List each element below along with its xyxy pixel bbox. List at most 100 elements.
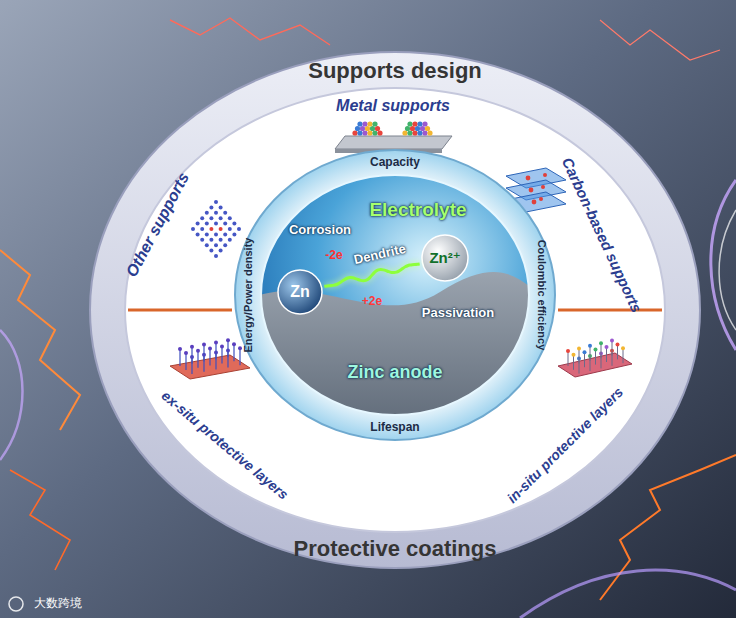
coating-pin bbox=[606, 348, 607, 362]
coating-atom bbox=[605, 345, 609, 349]
lattice-atom bbox=[228, 238, 232, 242]
lattice-atom bbox=[219, 227, 223, 231]
metal-atom bbox=[352, 130, 357, 135]
coating-pin bbox=[568, 352, 569, 366]
lattice-atom bbox=[219, 238, 223, 242]
metal-atom bbox=[367, 121, 372, 126]
coating-atom bbox=[178, 347, 182, 351]
zinc-ion bbox=[422, 235, 468, 281]
coating-atom bbox=[572, 353, 576, 357]
coating-atom bbox=[621, 346, 625, 350]
section-divider bbox=[558, 309, 662, 312]
lattice-atom bbox=[223, 243, 227, 247]
watermark: 大数跨境 bbox=[34, 597, 82, 611]
metric-label: Lifespan bbox=[370, 421, 419, 435]
metal-atom bbox=[415, 126, 420, 131]
lattice-atom bbox=[200, 227, 204, 231]
metal-atom bbox=[422, 121, 427, 126]
coating-pillar bbox=[227, 341, 228, 357]
lattice-atom bbox=[223, 232, 227, 236]
energy-swirl bbox=[711, 180, 736, 350]
coating-atom bbox=[196, 349, 200, 353]
metal-atom bbox=[372, 121, 377, 126]
coating-pin bbox=[612, 342, 613, 356]
coating-pillar bbox=[239, 349, 240, 365]
coating-pin bbox=[617, 345, 618, 359]
coating-atom bbox=[610, 339, 614, 343]
lattice-atom bbox=[209, 205, 213, 209]
shape-group bbox=[235, 150, 555, 440]
watermark-logo bbox=[9, 597, 23, 611]
metal-atom bbox=[372, 130, 377, 135]
coating-atom bbox=[226, 338, 230, 342]
lightning bbox=[170, 18, 330, 45]
zinc-atom-node: Zn bbox=[277, 269, 323, 315]
coating-pin bbox=[601, 344, 602, 358]
lightning bbox=[0, 250, 80, 430]
coating-label: ex-situ protective layers bbox=[158, 387, 291, 502]
energy-swirl bbox=[0, 330, 23, 460]
coating-pillar bbox=[215, 343, 216, 359]
electron-label: +2e bbox=[362, 295, 382, 309]
disc-rim bbox=[261, 175, 529, 415]
coating-pin bbox=[595, 351, 596, 365]
lattice-atom bbox=[228, 216, 232, 220]
lattice-atom bbox=[205, 222, 209, 226]
coating-pillar bbox=[191, 348, 192, 364]
coating-pillar bbox=[209, 350, 210, 366]
coating-pillar bbox=[185, 354, 186, 370]
carbon-dot bbox=[543, 173, 547, 177]
coating-pillar bbox=[197, 352, 198, 368]
outer-ring bbox=[90, 52, 700, 568]
metal-atom bbox=[367, 130, 372, 135]
section-heading: Supports design bbox=[308, 58, 482, 83]
metal-atom bbox=[370, 126, 375, 131]
coating-atom bbox=[214, 340, 218, 344]
lattice-atom bbox=[196, 222, 200, 226]
metric-ring bbox=[235, 150, 555, 440]
lattice-atom bbox=[200, 216, 204, 220]
metal-atom bbox=[377, 130, 382, 135]
lightning bbox=[600, 20, 720, 60]
metal-atom bbox=[365, 126, 370, 131]
coating-pin bbox=[579, 349, 580, 363]
coating-atom bbox=[577, 346, 581, 350]
lattice-atom bbox=[214, 211, 218, 215]
coating-atom bbox=[208, 347, 212, 351]
coating-pillar bbox=[203, 346, 204, 362]
zinc-anode-surface bbox=[250, 272, 545, 430]
lattice-atom bbox=[232, 222, 236, 226]
coating-atom bbox=[232, 342, 236, 346]
shape-group bbox=[90, 52, 700, 568]
carbon-dot bbox=[541, 185, 545, 189]
carbon-dot bbox=[539, 197, 543, 201]
coating-atom bbox=[238, 346, 242, 350]
shape-group bbox=[278, 270, 322, 314]
coating-pin bbox=[573, 356, 574, 370]
energy-swirl bbox=[719, 210, 736, 330]
coating-pin bbox=[590, 347, 591, 361]
lattice-atom bbox=[232, 232, 236, 236]
lattice-atom bbox=[214, 222, 218, 226]
metal-slab bbox=[335, 136, 452, 149]
lattice-atom bbox=[237, 227, 241, 231]
metal-atom bbox=[362, 130, 367, 135]
coating-atom bbox=[202, 343, 206, 347]
metal-atom bbox=[412, 130, 417, 135]
shape-group bbox=[422, 235, 468, 281]
coating-atom bbox=[583, 350, 587, 354]
process-label: Passivation bbox=[422, 306, 494, 321]
section-divider bbox=[128, 309, 232, 312]
lattice-atom bbox=[214, 200, 218, 204]
coating-label: in-situ protective layers bbox=[504, 384, 627, 507]
region-label: Electrolyte bbox=[369, 199, 466, 221]
metal-atom bbox=[407, 130, 412, 135]
metal-atom bbox=[357, 121, 362, 126]
metal-atom bbox=[410, 126, 415, 131]
zinc-atom bbox=[278, 270, 322, 314]
metal-atom bbox=[357, 130, 362, 135]
lattice-atom bbox=[214, 254, 218, 258]
